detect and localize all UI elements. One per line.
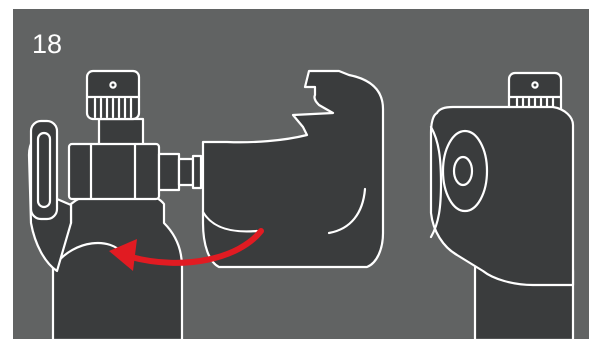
illustration <box>27 69 575 339</box>
curved-arrow-icon <box>109 228 264 271</box>
cap-valve-port <box>441 129 489 213</box>
valve-handwheel <box>29 119 59 221</box>
step-number: 18 <box>32 29 63 59</box>
instruction-panel: 18 <box>13 9 589 339</box>
valve-body <box>67 117 203 201</box>
protective-cap <box>201 69 385 269</box>
gas-cylinder-left <box>51 193 184 339</box>
pressure-knob-left <box>85 69 141 121</box>
